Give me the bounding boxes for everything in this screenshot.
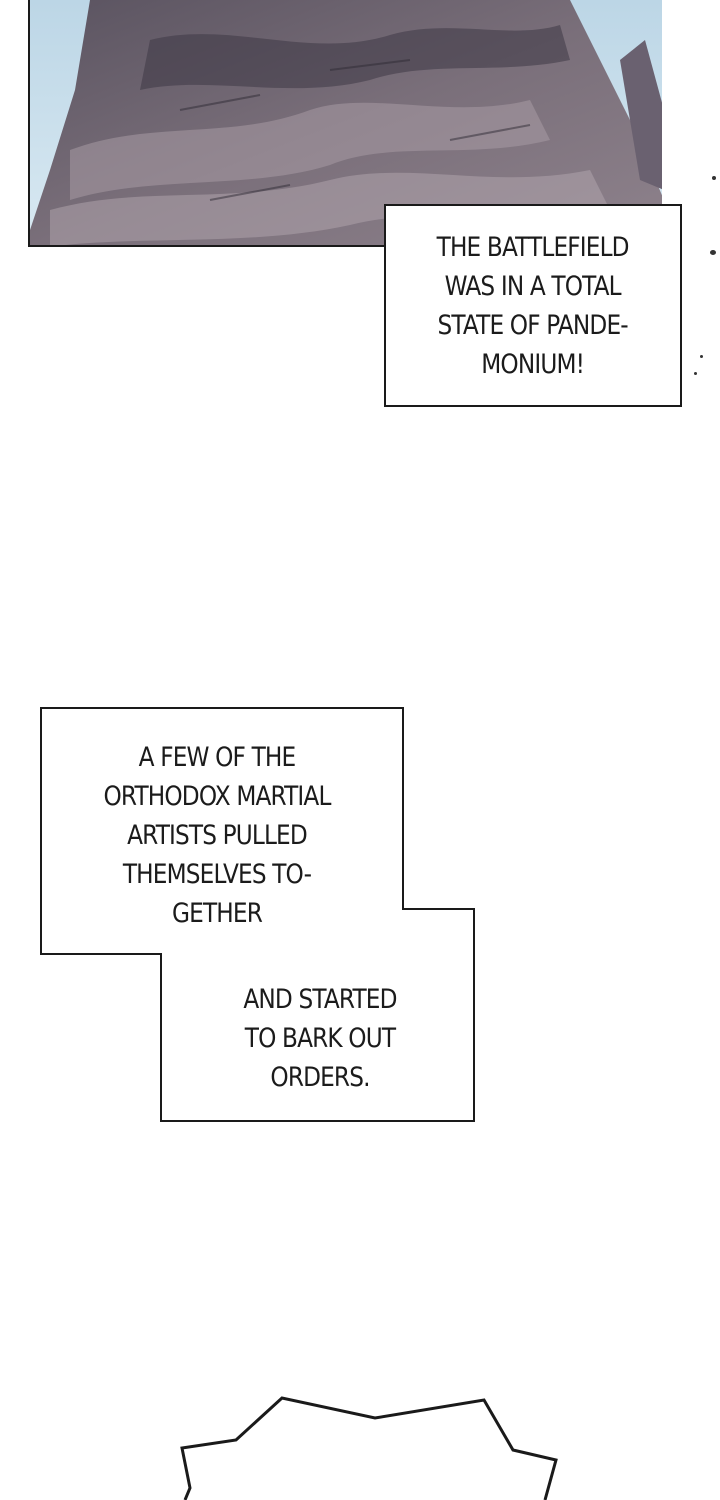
- speed-lines: [179, 59, 531, 201]
- art-panel-rocky-figure: [28, 0, 662, 247]
- caption-1-text: THE BATTLEFIELD WAS IN A TOTAL STATE OF …: [436, 231, 630, 380]
- debris-speck: [694, 372, 697, 375]
- narration-caption-1: THE BATTLEFIELD WAS IN A TOTAL STATE OF …: [384, 204, 682, 407]
- rock-shard: [620, 40, 662, 190]
- debris-speck: [700, 355, 703, 358]
- speech-bubble-spiky: [180, 1396, 558, 1500]
- narration-caption-2b: AND STARTED TO BARK OUT ORDERS.: [190, 980, 450, 1097]
- caption-2b-text: AND STARTED TO BARK OUT ORDERS.: [243, 984, 397, 1093]
- debris-speck: [712, 176, 716, 180]
- smoke-streak-2: [50, 170, 610, 245]
- smoke-streak-1: [70, 100, 550, 200]
- shadow-streak: [140, 25, 570, 90]
- caption-2a-text: A FEW OF THE ORTHODOX MARTIAL ARTISTS PU…: [103, 742, 331, 929]
- narration-caption-2a: A FEW OF THE ORTHODOX MARTIAL ARTISTS PU…: [42, 738, 392, 933]
- panel-illustration: [30, 0, 662, 245]
- debris-speck: [710, 250, 716, 255]
